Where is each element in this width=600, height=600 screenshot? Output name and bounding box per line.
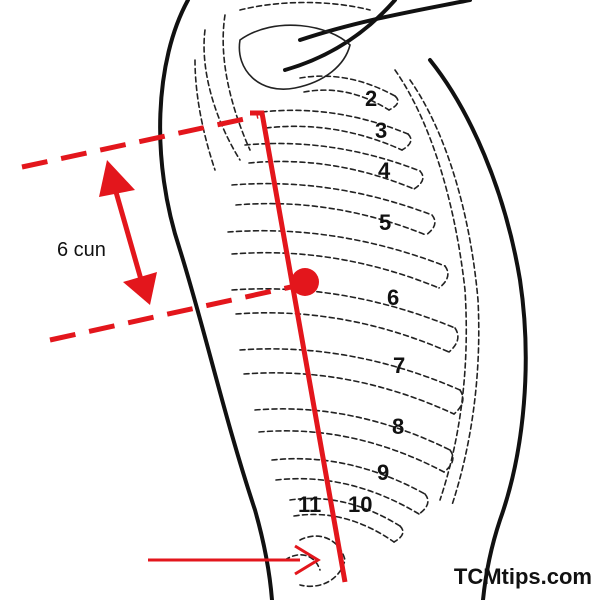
measurement-arrow-bottom-head	[123, 272, 157, 305]
rib-cartilage	[393, 525, 404, 543]
rib-cartilage	[425, 214, 436, 236]
rib-cartilage	[448, 327, 459, 353]
acupoint-marker	[291, 268, 319, 296]
pointer-arrow-head	[294, 544, 321, 576]
lower-reference-line	[49, 282, 301, 343]
ribs-group	[227, 69, 480, 543]
rib-line	[235, 202, 427, 236]
measurement-arrow-shaft	[111, 184, 147, 291]
rib-number-10: 10	[348, 492, 372, 517]
arm-outline	[298, 0, 472, 42]
costal-detail-2	[284, 554, 321, 571]
rib-number-9: 9	[377, 460, 389, 485]
shoulder-blade-2	[222, 14, 251, 151]
rib-line	[303, 89, 390, 111]
rib-number-11: 11	[298, 492, 321, 517]
rib-line	[299, 75, 396, 97]
rib-cartilage	[388, 95, 399, 111]
shoulder-blade-1	[203, 29, 241, 161]
watermark-text: TCMtips.com	[453, 564, 592, 589]
vertical-guide-line	[250, 110, 348, 583]
costal-detail-1	[299, 535, 346, 587]
rib-line	[227, 229, 446, 267]
back-outline	[158, 0, 274, 600]
measurement-overlay	[21, 110, 348, 583]
rib-line	[261, 109, 409, 135]
rib-number-3: 3	[375, 118, 387, 143]
rib-line	[231, 182, 433, 216]
shoulder-head	[238, 24, 351, 90]
arm-inner-outline	[283, 0, 397, 72]
rib-cartilage	[401, 133, 412, 151]
rib-line	[239, 348, 461, 391]
clavicle-line	[239, 1, 371, 11]
rib-number-5: 5	[379, 210, 391, 235]
costal-margin	[394, 69, 468, 501]
shoulder-blade-3	[194, 59, 216, 171]
rib-line	[235, 312, 450, 353]
rib-number-6: 6	[387, 285, 399, 310]
rib-line	[275, 477, 420, 515]
rib-number-7: 7	[393, 353, 405, 378]
costal-margin	[409, 79, 480, 506]
measurement-arrow-top-head	[99, 160, 135, 197]
rib-line	[258, 430, 445, 473]
upper-reference-line	[21, 113, 259, 170]
rib-line	[265, 125, 403, 151]
measurement-label: 6 cun	[57, 239, 106, 261]
rib-cartilage	[418, 493, 429, 515]
rib-line	[289, 497, 401, 527]
rib-line	[243, 372, 455, 415]
rib-line	[254, 408, 451, 451]
rib-cartilage	[438, 265, 449, 289]
rib-number-8: 8	[392, 414, 404, 439]
rib-number-4: 4	[378, 158, 391, 183]
rib-number-2: 2	[365, 86, 377, 111]
rib-line	[293, 513, 395, 543]
rib-cartilage	[413, 170, 424, 190]
rib-line	[271, 457, 426, 495]
rib-line	[231, 288, 456, 329]
rib-cartilage	[443, 449, 454, 473]
rib-line	[231, 251, 440, 289]
front-outline	[428, 58, 528, 600]
